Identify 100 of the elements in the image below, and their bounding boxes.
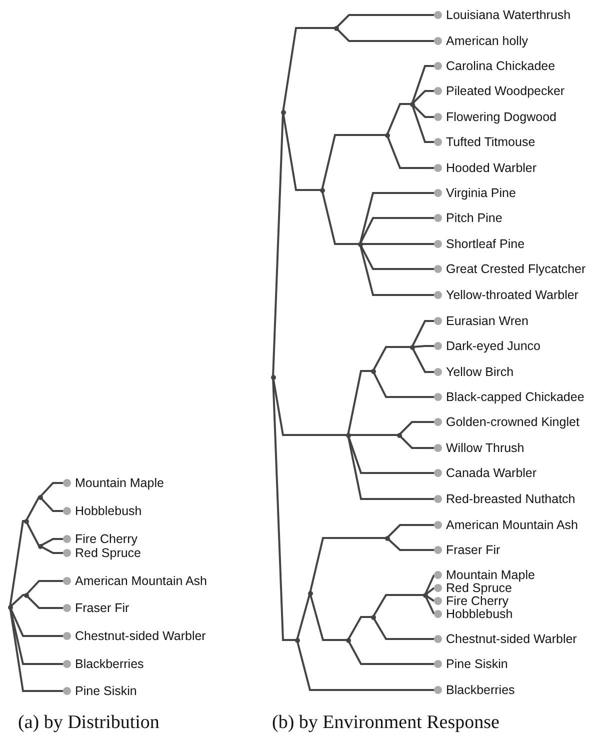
species-label: Canada Warbler <box>446 467 537 479</box>
tree-branch <box>372 346 412 372</box>
tree-branch <box>411 65 434 104</box>
tree-branch <box>372 370 434 398</box>
species-label: American Mountain Ash <box>75 575 208 587</box>
panel-caption: (a) by Distribution <box>18 712 160 734</box>
tree-branch <box>347 616 373 640</box>
species-label: Blackberries <box>75 658 144 670</box>
tree-branch <box>9 594 26 608</box>
branch-point <box>8 604 12 610</box>
species-label: Pine Siskin <box>446 658 508 670</box>
tree-branch <box>411 103 434 118</box>
branch-point <box>24 592 28 598</box>
species-label: Pileated Woodpecker <box>446 85 565 97</box>
tree-branch <box>347 640 434 665</box>
branch-point <box>24 518 28 524</box>
species-label: Blackberries <box>446 684 515 696</box>
tree-branch <box>25 580 63 596</box>
species-label: Red Spruce <box>75 547 142 559</box>
branch-point <box>308 590 312 596</box>
tree-branch <box>25 520 40 547</box>
tree-branch <box>359 217 434 244</box>
tree-branch <box>9 606 63 637</box>
species-label: Chestnut-sided Warbler <box>446 633 577 645</box>
species-label: Dark-eyed Junco <box>446 340 540 352</box>
tree-branch <box>321 134 387 190</box>
species-label: American holly <box>446 35 528 47</box>
tree-branch <box>398 421 434 436</box>
species-label: Pine Siskin <box>75 685 137 697</box>
tree-branch <box>411 320 434 348</box>
tree-branch <box>40 538 63 547</box>
species-label: Flowering Dogwood <box>446 111 556 123</box>
species-label: Red-breasted Nuthatch <box>446 493 576 505</box>
species-label: Carolina Chickadee <box>446 60 556 72</box>
species-label: American Mountain Ash <box>446 519 578 531</box>
panel-caption: (b) by Environment Response <box>272 712 500 734</box>
species-label: Hobblebush <box>75 505 142 517</box>
tree-branch <box>424 587 435 596</box>
tree-branch <box>335 14 434 29</box>
species-label: Eurasian Wren <box>446 315 528 327</box>
tree-branch <box>386 103 412 136</box>
tree-branch <box>282 27 336 112</box>
tree-branch <box>39 482 63 498</box>
branch-point <box>270 374 276 380</box>
branch-point <box>410 102 414 106</box>
tree-branch <box>372 594 425 618</box>
branch-point <box>384 536 390 540</box>
tree-branch <box>359 244 434 270</box>
species-label: Hooded Warbler <box>446 162 537 174</box>
tree-branch <box>348 434 399 436</box>
branch-point <box>396 432 402 438</box>
species-label: Golden-crowned Kinglet <box>446 416 580 428</box>
species-label: Fire Cherry <box>75 533 138 545</box>
species-label: Louisiana Waterthrush <box>446 9 571 21</box>
branch-point <box>370 614 376 620</box>
species-label: Fraser Fir <box>446 544 500 556</box>
branch-point <box>384 132 390 138</box>
tree-branch <box>411 346 434 373</box>
species-label: Yellow Birch <box>446 366 514 378</box>
species-label: Mountain Maple <box>446 569 535 581</box>
tree-branch <box>39 496 63 512</box>
tree-branch <box>372 616 434 640</box>
tree-branch <box>398 434 434 449</box>
species-label: Red Spruce <box>446 582 512 594</box>
tree-branch <box>360 243 434 245</box>
branch-point <box>346 432 350 438</box>
species-label: Chestnut-sided Warbler <box>75 630 206 642</box>
branch-point <box>334 26 338 30</box>
tree-branch <box>335 27 434 42</box>
species-label: Black-capped Chickadee <box>446 391 584 403</box>
species-label: Mountain Maple <box>75 477 164 489</box>
species-label: Fire Cherry <box>446 595 509 607</box>
branch-point <box>280 110 286 114</box>
tree-branch <box>25 594 63 609</box>
tree-branch <box>424 594 435 615</box>
branch-point <box>410 344 414 350</box>
branch-point <box>422 592 428 598</box>
tree-branch <box>424 574 435 596</box>
branch-point <box>346 638 350 642</box>
tree-branch <box>40 545 63 554</box>
species-label: Virginia Pine <box>446 187 516 199</box>
tree-branch <box>9 520 26 608</box>
tree-branch <box>411 90 434 105</box>
species-label: Fraser Fir <box>75 602 130 614</box>
branch-point <box>370 368 376 374</box>
species-label: Willow Thrush <box>446 442 524 454</box>
species-label: Yellow-throated Warbler <box>446 289 578 301</box>
species-label: Great Crested Flycatcher <box>446 263 586 275</box>
tree-branch <box>347 370 373 436</box>
branch-point <box>38 494 42 500</box>
branch-point <box>38 544 42 548</box>
tree-branch <box>386 537 434 551</box>
species-label: Hobblebush <box>446 608 513 620</box>
species-label: Shortleaf Pine <box>446 238 525 250</box>
tree-branch <box>25 496 40 522</box>
branch-point <box>358 242 362 246</box>
branch-point <box>294 638 300 642</box>
branch-point <box>320 188 324 192</box>
species-label: Pitch Pine <box>446 212 502 224</box>
tree-branch <box>386 524 434 539</box>
